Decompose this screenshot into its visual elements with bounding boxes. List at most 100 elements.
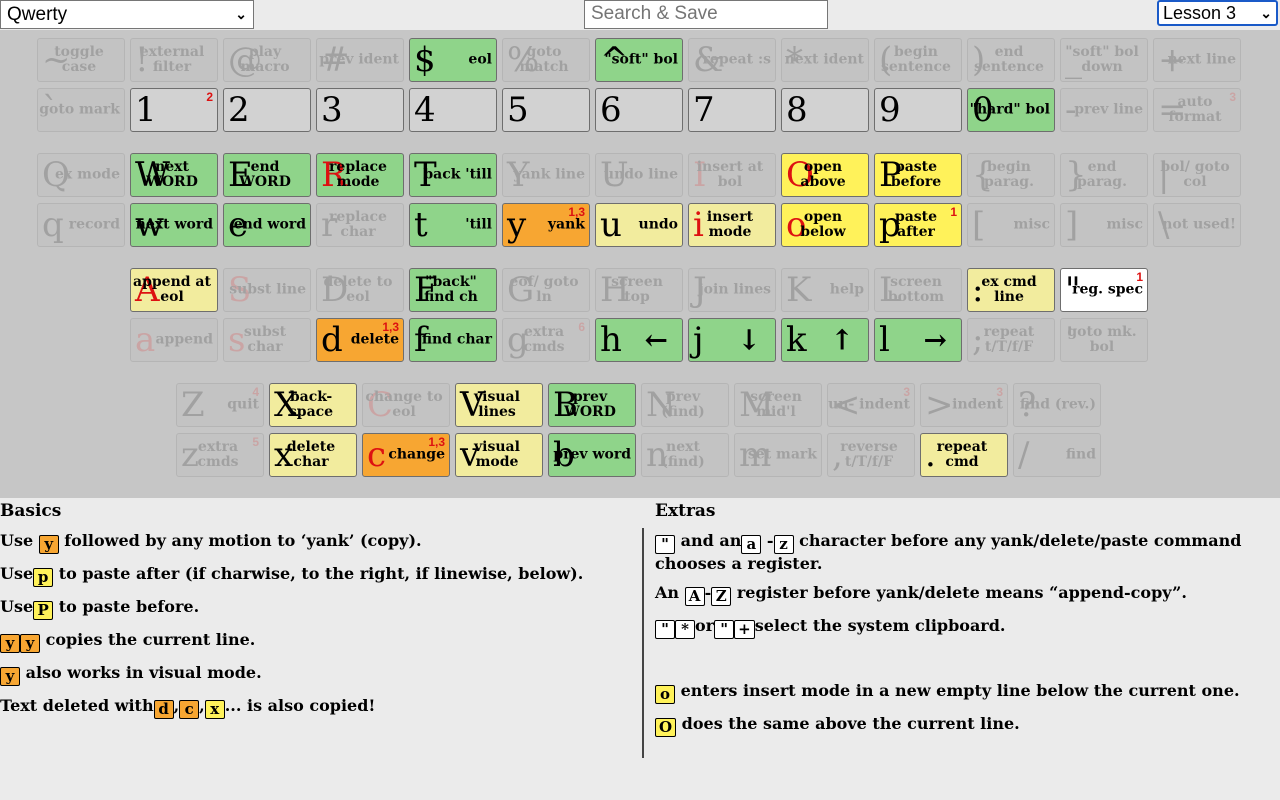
key-row4-10[interactable]: [misc	[967, 203, 1055, 247]
key-row4-11[interactable]: ]misc	[1060, 203, 1148, 247]
key-row1-5[interactable]: %goto match	[502, 38, 590, 82]
key-row2-4[interactable]: 4	[409, 88, 497, 132]
key-row2-6[interactable]: 6	[595, 88, 683, 132]
search-save-input[interactable]: Search & Save	[584, 0, 828, 29]
key-row3-11[interactable]: }end parag.	[1060, 153, 1148, 197]
key-row1-6[interactable]: ^"soft" bol	[595, 38, 683, 82]
key-row7-9[interactable]: ?find (rev.)	[1013, 383, 1101, 427]
key-row1-3[interactable]: #prev ident	[316, 38, 404, 82]
key-row2-5[interactable]: 5	[502, 88, 590, 132]
key-row1-4[interactable]: $eol	[409, 38, 497, 82]
key-description: delete to eol	[323, 274, 393, 305]
key-row4-12[interactable]: \not used!	[1153, 203, 1241, 247]
key-glyph: K	[786, 270, 812, 310]
key-row1-12[interactable]: +next line	[1153, 38, 1241, 82]
key-row1-7[interactable]: &repeat :s	[688, 38, 776, 82]
key-row4-4[interactable]: t'till	[409, 203, 497, 247]
key-row1-1[interactable]: !external filter	[130, 38, 218, 82]
key-row5-3[interactable]: F"back" find ch	[409, 268, 497, 312]
key-row2-8[interactable]: 8	[781, 88, 869, 132]
key-row1-10[interactable]: )end sentence	[967, 38, 1055, 82]
key-row2-9[interactable]: 9	[874, 88, 962, 132]
key-row8-8[interactable]: .repeat cmd	[920, 433, 1008, 477]
key-row2-11[interactable]: -prev line	[1060, 88, 1148, 132]
key-row5-9[interactable]: :ex cmd line	[967, 268, 1055, 312]
key-row2-3[interactable]: 3	[316, 88, 404, 132]
lesson-select[interactable]: Lesson 3 ⌄	[1157, 0, 1278, 26]
key-row1-8[interactable]: *next ident	[781, 38, 869, 82]
key-row6-5[interactable]: h←	[595, 318, 683, 362]
key-row2-2[interactable]: 2	[223, 88, 311, 132]
key-row1-2[interactable]: @play macro	[223, 38, 311, 82]
key-row8-7[interactable]: ,reverse t/T/f/F	[827, 433, 915, 477]
layout-select[interactable]: Qwerty ⌄	[0, 0, 254, 29]
key-row1-9[interactable]: (begin sentence	[874, 38, 962, 82]
key-row3-12[interactable]: |bol/ goto col	[1153, 153, 1241, 197]
key-row2-7[interactable]: 7	[688, 88, 776, 132]
key-row3-10[interactable]: {begin parag.	[967, 153, 1055, 197]
key-row6-6[interactable]: j↓	[688, 318, 776, 362]
key-row2-10[interactable]: 0"hard" bol	[967, 88, 1055, 132]
key-row6-10[interactable]: 'goto mk. bol	[1060, 318, 1148, 362]
key-row6-7[interactable]: k↑	[781, 318, 869, 362]
key-row1-0[interactable]: ~toggle case	[37, 38, 125, 82]
key-row8-9[interactable]: /find	[1013, 433, 1101, 477]
key-row1-11[interactable]: _"soft" bol down	[1060, 38, 1148, 82]
key-glyph: e	[228, 205, 249, 245]
key-row6-8[interactable]: l→	[874, 318, 962, 362]
key-row6-9[interactable]: ;repeat t/T/f/F	[967, 318, 1055, 362]
key-row2-0[interactable]: `goto mark	[37, 88, 125, 132]
